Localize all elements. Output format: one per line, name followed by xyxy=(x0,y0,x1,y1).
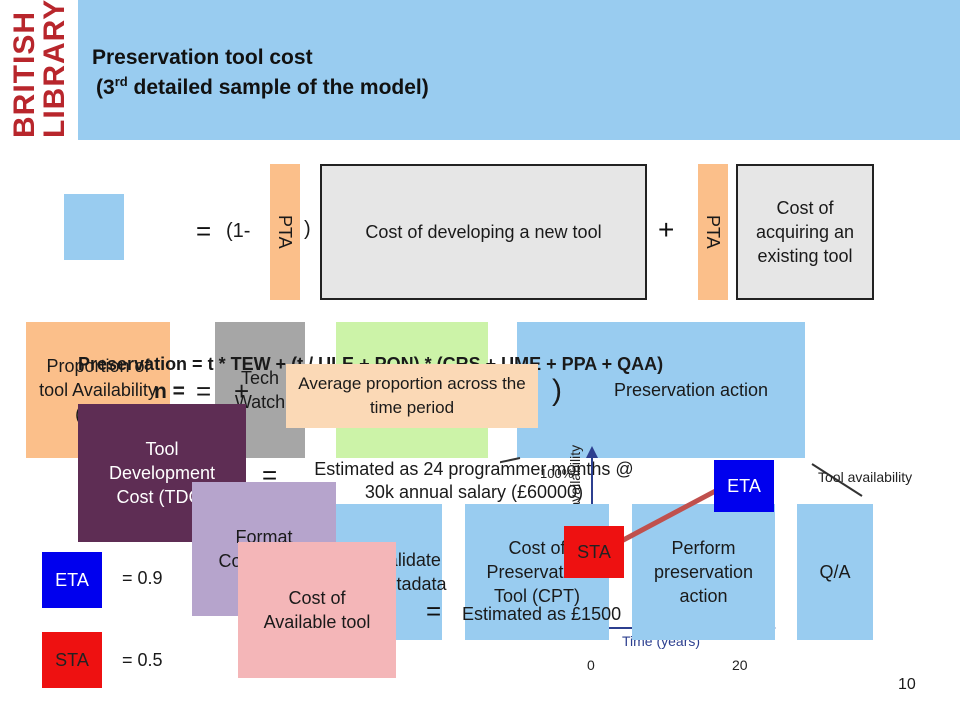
logo-text-library: LIBRARY xyxy=(38,0,71,138)
cost-available-tool-box: Cost of Available tool xyxy=(238,542,396,678)
page-subtitle: (3rd detailed sample of the model) xyxy=(96,74,429,99)
develop-new-tool-label: Cost of developing a new tool xyxy=(365,221,602,242)
x-start-label: 0 xyxy=(587,657,595,673)
chart-pointer-left xyxy=(500,457,521,464)
page-title: Preservation tool cost xyxy=(92,46,313,69)
plus-sign: + xyxy=(658,214,675,245)
sta-chart-tag: STA xyxy=(564,526,624,578)
sta-legend-value: = 0.5 xyxy=(122,650,163,670)
perform-action-label: Perform preservation action xyxy=(653,537,754,607)
eta-chart-tag: ETA xyxy=(714,460,774,512)
hidden-plus: + xyxy=(234,376,250,406)
cost-available-tool-label: Cost of Available tool xyxy=(263,587,371,632)
eta-legend-swatch: ETA xyxy=(42,552,102,608)
pta-right-box: PTA xyxy=(698,164,728,300)
tool-dev-cost-label: Tool Development Cost (TDC) xyxy=(108,438,216,508)
tool-availability-label: Tool availability xyxy=(818,469,912,485)
average-proportion-label: Average proportion across the time perio… xyxy=(298,374,526,417)
average-proportion-box: Average proportion across the time perio… xyxy=(286,364,538,428)
hidden-paren: ) xyxy=(552,374,562,407)
qa-box: Q/A xyxy=(797,504,873,640)
y-axis-arrow xyxy=(586,446,598,458)
preservation-action-box: Preservation action xyxy=(517,322,805,458)
hidden-prefix: n = xyxy=(154,380,185,403)
proportion-label: Proportion of tool Availability (PTA) xyxy=(39,355,157,425)
tech-watch-label: Tech Watch xyxy=(234,367,286,412)
header-bar xyxy=(0,0,960,140)
cost-preservation-tool-label: Cost of Preservation Tool (CPT) xyxy=(486,537,588,607)
eta-legend-value: = 0.9 xyxy=(122,568,163,588)
result-square xyxy=(64,194,124,260)
y-top-label: 100% xyxy=(540,466,574,481)
equals-sign: = xyxy=(196,216,212,246)
chart-pointer-right xyxy=(811,463,863,497)
estimated-1500-text: Estimated as £1500 xyxy=(462,604,622,624)
equals-low: = xyxy=(426,596,442,626)
pta-left-label: PTA xyxy=(275,215,296,249)
sta-legend-swatch: STA xyxy=(42,632,102,688)
one-minus-text: (1- xyxy=(226,220,251,242)
page-number: 10 xyxy=(898,676,916,693)
acquire-existing-tool-label: Cost of acquiring an existing tool xyxy=(755,197,855,267)
perform-action-box: Perform preservation action xyxy=(632,504,775,640)
logo-text-british: BRITISH xyxy=(8,11,41,138)
preservation-action-label: Preservation action xyxy=(613,379,769,400)
acquire-existing-tool-box: Cost of acquiring an existing tool xyxy=(736,164,874,300)
pta-right-label: PTA xyxy=(703,215,724,249)
pta-left-box: PTA xyxy=(270,164,300,300)
close-paren: ) xyxy=(304,218,311,240)
hidden-equals: = xyxy=(196,376,212,406)
qa-label: Q/A xyxy=(819,561,851,582)
estimate-programmer-text: Estimated as 24 programmer months @ 30k … xyxy=(314,458,634,502)
british-library-logo: BRITISH LIBRARY xyxy=(0,0,78,140)
x-end-label: 20 xyxy=(732,657,748,673)
develop-new-tool-box: Cost of developing a new tool xyxy=(320,164,647,300)
